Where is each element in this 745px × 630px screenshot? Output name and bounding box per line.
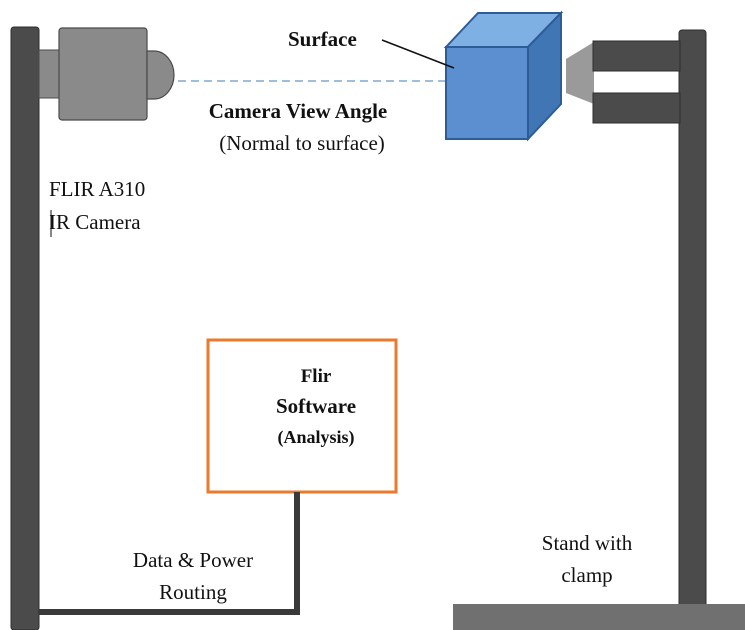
view-angle-title: Camera View Angle [209, 99, 387, 123]
camera-type-label: IR Camera [49, 210, 141, 234]
software-label-line2: Software [276, 394, 356, 418]
surface-cube-icon [443, 10, 564, 142]
clamp-icon [566, 40, 681, 124]
data-power-cable [39, 492, 300, 615]
surface-pointer [381, 39, 455, 69]
surface-label: Surface [288, 27, 357, 51]
stand-label-line2: clamp [561, 563, 612, 587]
left-stand-post [10, 26, 40, 630]
software-box [206, 338, 398, 494]
right-stand-post [678, 29, 707, 609]
view-angle-note: (Normal to surface) [219, 131, 385, 155]
stand-label-line1: Stand with [542, 531, 633, 555]
software-label-line1: Flir [301, 366, 332, 387]
ir-camera-icon [38, 27, 175, 121]
routing-label-line1: Data & Power [133, 548, 253, 572]
camera-model-label: FLIR A310 [49, 177, 145, 201]
routing-label-line2: Routing [159, 580, 227, 604]
software-label-line3: (Analysis) [277, 427, 354, 448]
stand-base [453, 604, 745, 630]
